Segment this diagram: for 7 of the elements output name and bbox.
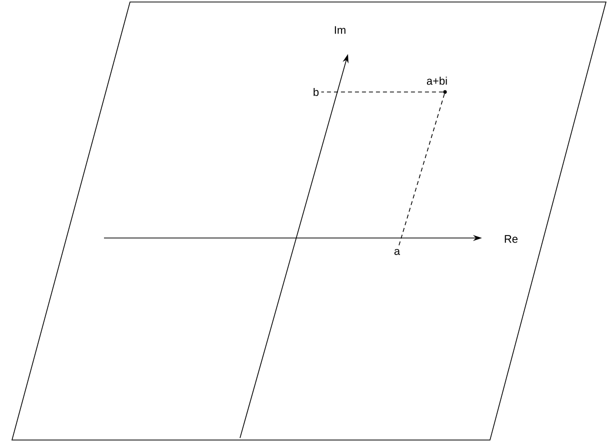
axis-label: Im xyxy=(334,26,346,34)
dashed-line xyxy=(398,94,445,248)
point: a+bi xyxy=(426,76,447,94)
axis-label: Re xyxy=(504,235,518,243)
node-label: a+bi xyxy=(426,76,447,85)
axis-label: b xyxy=(314,88,319,96)
axis-label: a xyxy=(394,248,400,255)
